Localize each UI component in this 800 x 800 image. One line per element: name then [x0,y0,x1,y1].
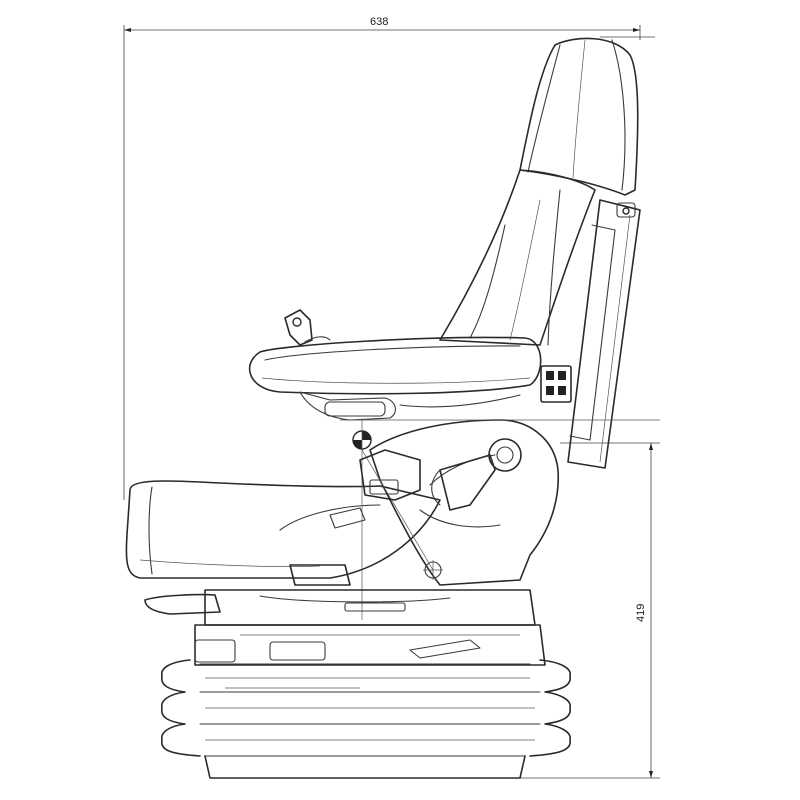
headrest [519,37,639,196]
base-plate [204,755,526,779]
seat-base [144,589,546,666]
height-dimension-label: 419 [635,604,647,622]
armrest-adjust-lever [284,309,331,346]
seat-adjust-handles [289,449,421,586]
backrest [439,169,596,346]
height-dimension: 419 [520,442,660,779]
connector-block [540,365,572,403]
armrest [248,336,542,421]
suspension-bellows [161,659,571,757]
width-dimension: 638 [123,16,655,500]
backrest-rear-panel [567,199,641,469]
reference-marks [340,419,660,620]
seat-side-frame [369,419,560,586]
width-dimension-label: 638 [370,16,388,28]
seat-cushion [125,480,441,579]
